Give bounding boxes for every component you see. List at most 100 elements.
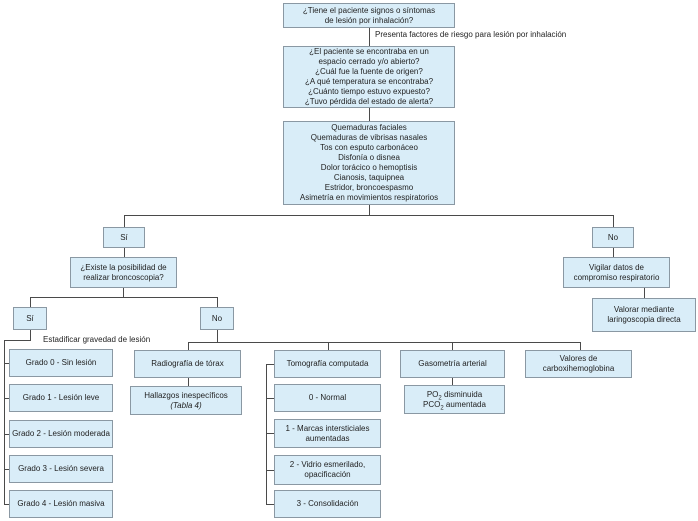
- node-grade-0: Grado 0 - Sin lesión: [9, 349, 113, 377]
- node-text-line: Tos con esputo carbonáceo: [320, 143, 418, 152]
- node-grade-3: Grado 3 - Lesión severa: [9, 455, 113, 483]
- node-text-line: ¿Existe la posibilidad de: [80, 262, 167, 272]
- connector-line: [328, 342, 329, 350]
- connector-line: [266, 364, 267, 504]
- connector-line: [124, 215, 125, 227]
- node-ct-grade-1: 1 - Marcas intersticiales aumentadas: [274, 419, 381, 448]
- connector-line: [266, 398, 274, 399]
- connector-line: [580, 342, 581, 350]
- node-text-line-italic: (Tabla 4): [170, 400, 202, 410]
- node-text-line: 2 - Vidrio esmerilado,: [289, 460, 366, 469]
- node-text-line: Asimetría en movimientos respiratorios: [299, 193, 439, 202]
- node-ct-grade-0: 0 - Normal: [274, 384, 381, 412]
- connector-line: [30, 297, 31, 307]
- po2-subscript: 2: [438, 395, 442, 402]
- node-text-line: ¿Cuánto tiempo estuvo expuesto?: [308, 87, 430, 96]
- node-text-line: 1 - Marcas intersticiales: [285, 423, 370, 433]
- node-monitor-respiratory: Vigilar datos de compromiso respiratorio: [563, 257, 670, 288]
- node-yes-branch-2: Sí: [13, 307, 47, 330]
- node-text-line: compromiso respiratorio: [573, 272, 660, 282]
- node-text-line: opacificación: [304, 470, 351, 479]
- connector-line: [30, 330, 31, 340]
- connector-line: [4, 340, 31, 341]
- node-text-line: PCO2 aumentada: [423, 399, 486, 412]
- node-direct-laryngoscopy: Valorar mediante laringoscopia directa: [592, 298, 696, 332]
- node-text-line: Cianosis, taquipnea: [333, 173, 405, 182]
- po2-prefix: PO: [426, 389, 439, 399]
- node-grade-4: Grado 4 - Lesión masiva: [9, 490, 113, 518]
- connector-line: [452, 378, 453, 385]
- connector-line: [188, 342, 189, 350]
- connector-line: [217, 297, 218, 307]
- node-no-branch-2: No: [200, 307, 234, 330]
- node-chest-xray: Radiografía de tórax: [134, 350, 241, 378]
- connector-line: [613, 248, 614, 257]
- connector-line: [4, 434, 9, 435]
- connector-line: [30, 297, 217, 298]
- node-grade-1: Grado 1 - Lesión leve: [9, 384, 113, 412]
- node-text-line: espacio cerrado y/o abierto?: [318, 57, 420, 66]
- connector-line: [452, 342, 453, 350]
- node-text-line: Disfonía o disnea: [338, 153, 400, 162]
- node-question-bronchoscopy: ¿Existe la posibilidad de realizar bronc…: [70, 257, 177, 288]
- node-ct-grade-2: 2 - Vidrio esmerilado, opacificación: [274, 455, 381, 485]
- connector-line: [4, 504, 9, 505]
- node-text-line: Valores de: [559, 354, 598, 363]
- pco2-prefix: PCO: [423, 399, 441, 409]
- node-text-line: Dolor torácico o hemoptisis: [320, 163, 418, 172]
- edge-label-staging: Estadificar gravedad de lesión: [43, 335, 151, 344]
- node-history-questions: ¿El paciente se encontraba en un espacio…: [283, 46, 455, 108]
- node-text-line: laringoscopia directa: [607, 315, 681, 324]
- node-text-line: Vigilar datos de: [589, 262, 644, 272]
- node-text-line: aumentadas: [305, 433, 350, 443]
- pco2-subscript: 2: [440, 405, 444, 412]
- node-text-line: ¿Cuál fue la fuente de origen?: [315, 67, 423, 76]
- node-xray-findings: Hallazgos inespecíficos (Tabla 4): [130, 386, 242, 415]
- node-ct-scan: Tomografía computada: [274, 350, 381, 378]
- node-yes-branch-1: Sí: [103, 227, 145, 248]
- node-ct-grade-3: 3 - Consolidación: [274, 490, 381, 518]
- node-text-line: ¿El paciente se encontraba en un: [309, 47, 429, 56]
- connector-line: [188, 378, 189, 386]
- connector-line: [613, 215, 614, 227]
- node-text-line: PO2 disminuida: [426, 389, 483, 402]
- connector-line: [369, 205, 370, 215]
- connector-line: [4, 469, 9, 470]
- connector-line: [369, 108, 370, 121]
- connector-line: [266, 470, 274, 471]
- node-abg-findings: PO2 disminuida PCO2 aumentada: [404, 385, 505, 414]
- connector-line: [123, 288, 124, 297]
- connector-line: [4, 363, 9, 364]
- node-clinical-signs-list: Quemaduras faciales Quemaduras de vibris…: [283, 121, 455, 205]
- node-text-line: Estridor, broncoespasmo: [324, 183, 414, 192]
- node-question-signs-symptoms: ¿Tiene el paciente signos o síntomas de …: [283, 3, 455, 28]
- node-text-line: de lesión por inhalación?: [324, 15, 414, 25]
- connector-line: [4, 340, 5, 504]
- connector-line: [266, 433, 274, 434]
- po2-suffix: disminuida: [441, 389, 483, 399]
- connector-line: [124, 215, 614, 216]
- connector-line: [644, 288, 645, 298]
- node-grade-2: Grado 2 - Lesión moderada: [9, 420, 113, 448]
- connector-line: [217, 330, 218, 342]
- node-arterial-blood-gas: Gasometría arterial: [400, 350, 505, 378]
- connector-line: [369, 28, 370, 46]
- node-carboxyhemoglobin: Valores de carboxihemoglobina: [525, 350, 632, 378]
- pco2-suffix: aumentada: [443, 399, 486, 409]
- node-text-line: ¿Tuvo pérdida del estado de alerta?: [304, 97, 434, 106]
- node-text-line: carboxihemoglobina: [542, 364, 615, 373]
- node-text-line: ¿A qué temperatura se encontraba?: [304, 77, 434, 86]
- node-text-line: Quemaduras faciales: [331, 123, 407, 132]
- connector-line: [124, 248, 125, 257]
- connector-line: [266, 504, 274, 505]
- connector-line: [266, 364, 274, 365]
- connector-line: [4, 398, 9, 399]
- node-no-branch-1: No: [592, 227, 634, 248]
- node-text-line: realizar broncoscopia?: [83, 272, 164, 282]
- node-text-line: Valorar mediante: [613, 305, 675, 314]
- node-text-line: ¿Tiene el paciente signos o síntomas: [302, 5, 436, 15]
- node-text-line: Hallazgos inespecíficos: [144, 390, 228, 400]
- node-text-line: Quemaduras de vibrisas nasales: [310, 133, 428, 142]
- connector-line: [188, 342, 580, 343]
